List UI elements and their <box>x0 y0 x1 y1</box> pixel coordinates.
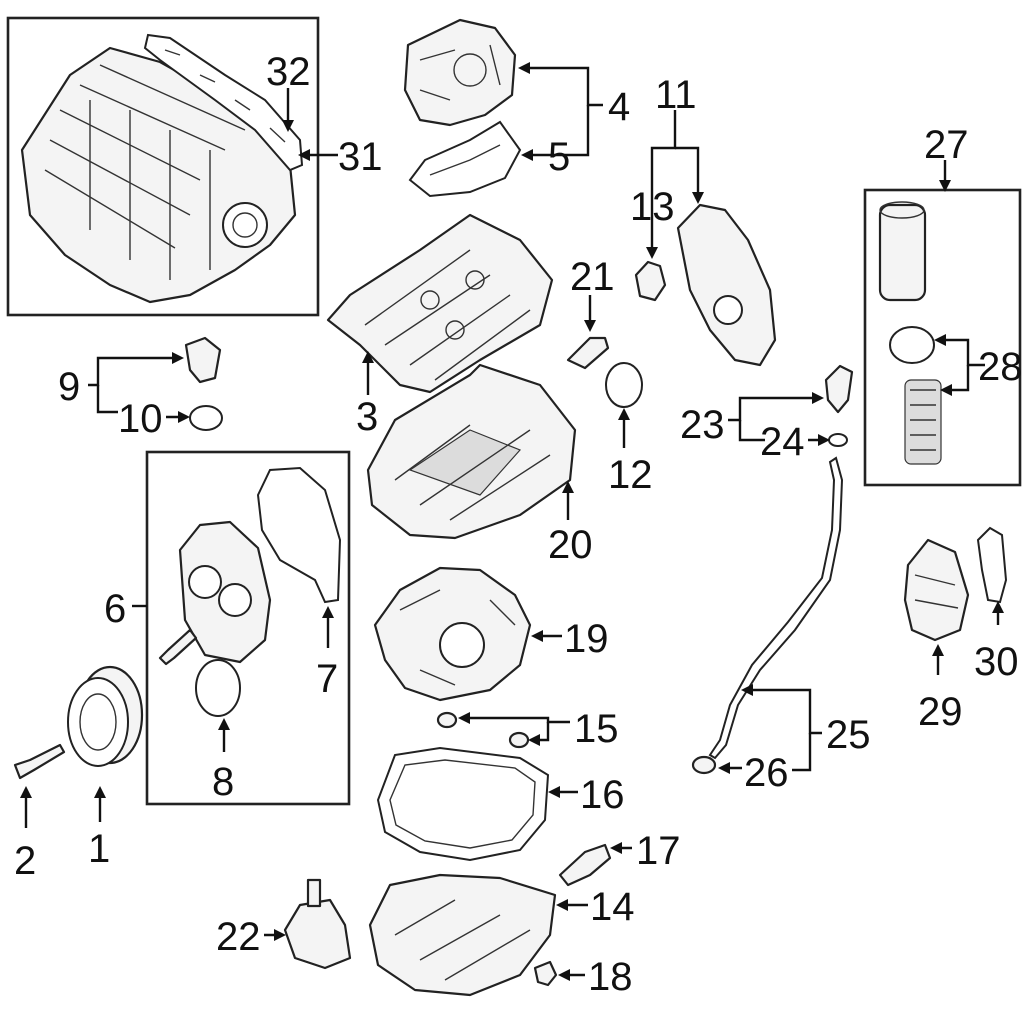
callout-15: 15 <box>574 707 619 751</box>
crankshaft-pulley-part[interactable] <box>67 665 144 767</box>
callout-29: 29 <box>918 690 963 734</box>
oil-filter-element-part[interactable] <box>904 379 942 465</box>
callout-16: 16 <box>580 773 625 817</box>
callout-21: 21 <box>570 255 615 299</box>
intake-manifold-part[interactable] <box>20 46 297 304</box>
callout-20: 20 <box>548 523 593 567</box>
callout-23: 23 <box>680 403 725 447</box>
group-box-oil-filter <box>863 188 1022 487</box>
callout-12: 12 <box>608 453 653 497</box>
lower-oil-pan-part[interactable] <box>368 873 557 997</box>
arrowheads <box>20 62 1004 981</box>
callout-31: 31 <box>338 135 383 179</box>
oil-filler-cap-part[interactable] <box>184 336 222 384</box>
callout-5: 5 <box>548 135 570 179</box>
callout-30: 30 <box>974 640 1019 684</box>
timing-cover-gasket-part[interactable] <box>256 466 342 604</box>
pulley-bolt-part[interactable] <box>13 743 66 780</box>
callout-13: 13 <box>630 185 675 229</box>
callout-26: 26 <box>744 751 789 795</box>
oil-cooler-part[interactable] <box>903 538 970 642</box>
callout-14: 14 <box>590 885 635 929</box>
cylinder-head-cover-part[interactable] <box>326 213 554 394</box>
callout-17: 17 <box>636 829 681 873</box>
callout-24: 24 <box>760 420 805 464</box>
oil-level-sensor-part[interactable] <box>558 843 612 887</box>
plug-part-lower[interactable] <box>508 731 530 749</box>
callout-2: 2 <box>14 839 36 883</box>
callout-28: 28 <box>978 345 1023 389</box>
callout-4: 4 <box>608 85 630 129</box>
oil-pan-gasket-inner <box>389 759 536 849</box>
callout-19: 19 <box>564 617 609 661</box>
camshaft-seal-part[interactable] <box>605 362 643 408</box>
upper-oil-pan-part[interactable] <box>373 566 532 702</box>
callout-numbers: 32 31 4 5 11 13 27 21 28 9 10 3 23 24 12… <box>14 50 1023 999</box>
callout-3: 3 <box>356 395 378 439</box>
dipstick-handle-part[interactable] <box>824 364 854 414</box>
callout-6: 6 <box>104 587 126 631</box>
callout-27: 27 <box>924 123 969 167</box>
callout-18: 18 <box>588 955 633 999</box>
filter-o-ring-part[interactable] <box>889 326 935 364</box>
oil-pump-part[interactable] <box>283 878 352 970</box>
callout-22: 22 <box>216 915 261 959</box>
callout-1: 1 <box>88 827 110 871</box>
callout-11: 11 <box>655 73 697 117</box>
dipstick-o-ring-part[interactable] <box>828 433 848 447</box>
callout-10: 10 <box>118 397 163 441</box>
group-box-timing-cover <box>145 450 351 806</box>
dipstick-tube-part[interactable] <box>708 456 844 760</box>
cover-seal-part[interactable] <box>634 260 667 302</box>
camshaft-housing-part[interactable] <box>403 18 517 127</box>
seal-ring-part[interactable] <box>195 659 241 717</box>
oil-filter-housing-part[interactable] <box>878 201 927 302</box>
oil-baffle-part[interactable] <box>366 363 577 540</box>
drain-plug-part[interactable] <box>533 960 558 987</box>
breather-pipe-part[interactable] <box>566 336 610 370</box>
group-box-intake-manifold <box>6 16 320 317</box>
callout-32: 32 <box>266 50 311 94</box>
callout-7: 7 <box>316 657 338 701</box>
oil-filler-seal-part[interactable] <box>189 405 223 431</box>
housing-gasket-part[interactable] <box>408 120 522 198</box>
callout-25: 25 <box>826 713 871 757</box>
intake-manifold-gasket-part[interactable] <box>143 33 304 172</box>
plug-part-upper[interactable] <box>436 711 458 729</box>
oil-cooler-gasket-part[interactable] <box>976 526 1008 604</box>
timing-cover-bolt-part[interactable] <box>158 628 198 666</box>
callout-9: 9 <box>58 365 80 409</box>
oil-pan-gasket-part[interactable] <box>376 746 550 862</box>
timing-case-cover-part[interactable] <box>676 203 777 367</box>
callout-8: 8 <box>212 760 234 804</box>
dipstick-tube-seal-part[interactable] <box>691 755 717 775</box>
